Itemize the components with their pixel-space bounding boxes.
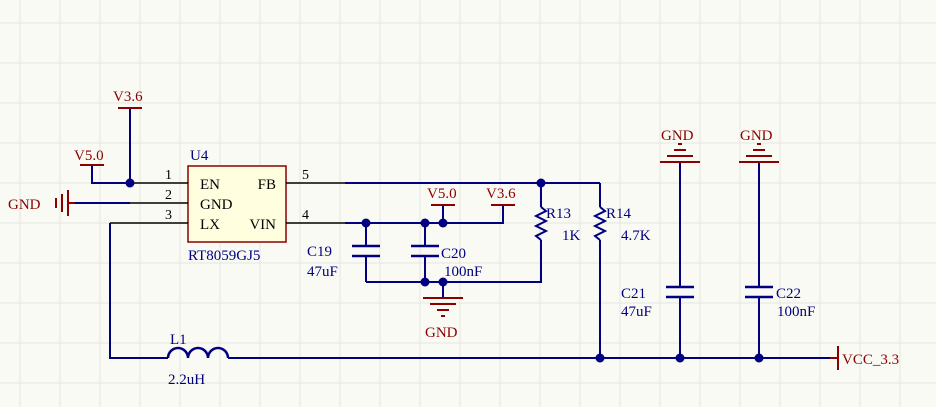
- capacitor-c22[interactable]: C22 100nF: [745, 285, 815, 320]
- wire-lx-inductor: [109, 223, 168, 359]
- c22-designator: C22: [776, 286, 801, 302]
- resistor-r14[interactable]: R14 4.7K: [592, 206, 651, 244]
- power-port-gnd-c22[interactable]: GND: [739, 128, 779, 163]
- inductor-icon: [166, 346, 230, 359]
- resistor-icon: [533, 206, 549, 241]
- capacitor-c21[interactable]: C21 47uF: [621, 285, 694, 320]
- power-port-label: V5.0: [427, 186, 457, 202]
- l1-designator: L1: [170, 332, 187, 348]
- power-port-vcc-out[interactable]: VCC_3.3: [830, 346, 899, 370]
- power-port-label: V5.0: [74, 148, 104, 164]
- inductor-l1[interactable]: L1 2.2uH: [166, 332, 230, 388]
- u4-designator: U4: [190, 148, 209, 164]
- u4-regulator[interactable]: U4 RT8059GJ5 1 2 3 5 4 EN GND LX FB VIN: [110, 148, 345, 264]
- resistor-r13[interactable]: R13 1K: [533, 206, 581, 244]
- c19-value: 47uF: [307, 264, 338, 280]
- junction-dot-icon: [595, 353, 605, 363]
- junction-dot-icon: [420, 277, 430, 287]
- junction-dot-icon: [125, 178, 135, 188]
- c19-designator: C19: [307, 244, 332, 260]
- u4-pin-vin-number: 4: [302, 208, 309, 223]
- u4-pin-fb-number: 5: [302, 168, 309, 183]
- c20-designator: C20: [441, 246, 466, 262]
- power-port-v50-mid[interactable]: V5.0: [427, 186, 457, 206]
- power-port-label: V3.6: [113, 89, 143, 105]
- power-port-label: VCC_3.3: [842, 352, 899, 368]
- u4-pin-vin-name: VIN: [249, 217, 276, 233]
- u4-pin-gnd-number: 2: [165, 188, 172, 203]
- junction-dot-icon: [438, 218, 448, 228]
- capacitor-c20[interactable]: C20 100nF: [411, 244, 482, 280]
- power-port-v36-mid[interactable]: V3.6: [486, 186, 516, 206]
- power-port-label: V3.6: [486, 186, 516, 202]
- r14-designator: R14: [606, 206, 632, 222]
- junction-dot-icon: [536, 178, 546, 188]
- power-port-label: GND: [425, 325, 458, 341]
- c21-designator: C21: [621, 286, 646, 302]
- power-port-v50-left[interactable]: V5.0: [74, 148, 104, 166]
- power-port-label: GND: [740, 128, 773, 144]
- resistor-icon: [592, 206, 608, 241]
- junctions: [125, 178, 764, 363]
- junction-dot-icon: [420, 218, 430, 228]
- c21-value: 47uF: [621, 304, 652, 320]
- c22-value: 100nF: [777, 304, 815, 320]
- l1-value: 2.2uH: [168, 372, 205, 388]
- r13-designator: R13: [546, 206, 571, 222]
- u4-pin-lx-number: 3: [165, 208, 172, 223]
- capacitor-c19[interactable]: C19 47uF: [307, 244, 380, 280]
- power-port-label: GND: [661, 128, 694, 144]
- r13-value: 1K: [562, 228, 581, 244]
- u4-body: [187, 165, 287, 243]
- power-port-gnd-bottom[interactable]: GND: [423, 297, 463, 341]
- wire-v36-vin: [485, 205, 504, 224]
- u4-pin-gnd-name: GND: [200, 197, 233, 213]
- r14-value: 4.7K: [621, 228, 651, 244]
- u4-pin-en-number: 1: [165, 168, 172, 183]
- u4-part-number: RT8059GJ5: [188, 248, 260, 264]
- u4-pin-lx-name: LX: [200, 217, 220, 233]
- power-port-gnd-left[interactable]: GND: [8, 190, 75, 216]
- power-port-gnd-c21[interactable]: GND: [660, 128, 700, 163]
- junction-dot-icon: [438, 277, 448, 287]
- u4-pin-fb-name: FB: [258, 177, 276, 193]
- junction-dot-icon: [754, 353, 764, 363]
- wire-v50-en: [91, 165, 130, 184]
- power-port-v36-top[interactable]: V3.6: [113, 89, 143, 109]
- power-port-label: GND: [8, 197, 41, 213]
- u4-pin-en-name: EN: [200, 177, 220, 193]
- wires: [75, 108, 830, 359]
- c20-value: 100nF: [444, 264, 482, 280]
- junction-dot-icon: [675, 353, 685, 363]
- junction-dot-icon: [361, 218, 371, 228]
